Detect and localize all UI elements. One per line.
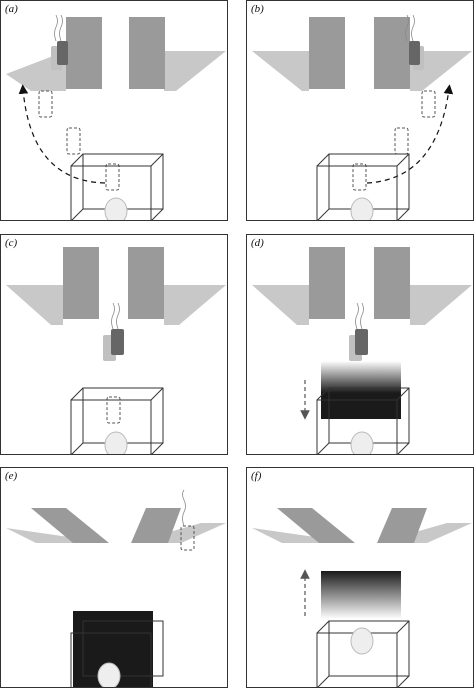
panel-c-label: (c) [5, 237, 18, 249]
panel-f-label: (f) [251, 470, 262, 482]
ghost-object [106, 396, 121, 424]
panel-b-scene [252, 14, 472, 220]
right-floor-plane [164, 285, 226, 325]
right-screen [374, 247, 410, 319]
right-screen [129, 17, 165, 89]
left-floor-plane [6, 285, 63, 325]
trajectory-arrow [366, 84, 454, 184]
ghost-object [180, 525, 195, 551]
ghost-object-3 [352, 163, 367, 191]
trajectory-arrow [18, 84, 106, 184]
panel-a-label: (a) [5, 3, 18, 15]
left-screen-tilted [31, 508, 109, 543]
panel-d: (d) [246, 234, 474, 455]
left-screen [309, 17, 345, 89]
object-dark [355, 329, 368, 355]
panel-c: (c) [0, 234, 228, 455]
right-floor-plane [410, 51, 472, 91]
panel-b-label: (b) [251, 3, 264, 15]
chick [97, 662, 121, 687]
panel-c-scene [6, 247, 226, 454]
left-screen-tilted [277, 508, 355, 543]
chick [104, 197, 128, 220]
panel-e-scene [6, 489, 226, 687]
ghost-object-3 [105, 163, 120, 191]
panel-a: (a) [0, 0, 228, 221]
left-floor-plane [252, 51, 309, 91]
panel-f: (f) [246, 467, 474, 688]
odour-trail [54, 14, 63, 42]
panel-f-scene [252, 508, 472, 687]
right-floor-plane [410, 285, 472, 325]
object-dark [57, 41, 68, 65]
ghost-object-2 [394, 127, 409, 155]
right-screen-tilted [377, 508, 427, 543]
panel-b: (b) [246, 0, 474, 221]
panel-e-label: (e) [5, 470, 18, 482]
left-screen [63, 247, 99, 319]
right-screen [128, 247, 164, 319]
ghost-object-1 [38, 90, 53, 118]
panel-d-scene [252, 247, 472, 454]
left-screen [309, 247, 345, 319]
right-screen [374, 17, 410, 89]
panel-d-label: (d) [251, 237, 264, 249]
odour-trail [111, 302, 120, 330]
chick [104, 431, 128, 454]
odour-trail [405, 14, 415, 42]
object-dark [111, 329, 124, 355]
right-floor-plane [164, 51, 226, 91]
panel-e: (e) [0, 467, 228, 688]
ghost-object-1 [421, 90, 436, 118]
left-floor-plane [252, 285, 309, 325]
right-screen-tilted [131, 508, 181, 543]
odour-trail [182, 489, 186, 527]
chick [350, 197, 374, 220]
object-dark [409, 41, 420, 65]
left-screen [66, 17, 102, 89]
chick [350, 431, 374, 454]
panel-a-scene [6, 14, 226, 220]
ghost-object-2 [66, 127, 81, 155]
occluder-gradient [321, 571, 401, 619]
test-box [70, 620, 164, 687]
occluder-dark [321, 393, 401, 419]
chick [350, 627, 374, 655]
odour-trail [355, 302, 364, 330]
